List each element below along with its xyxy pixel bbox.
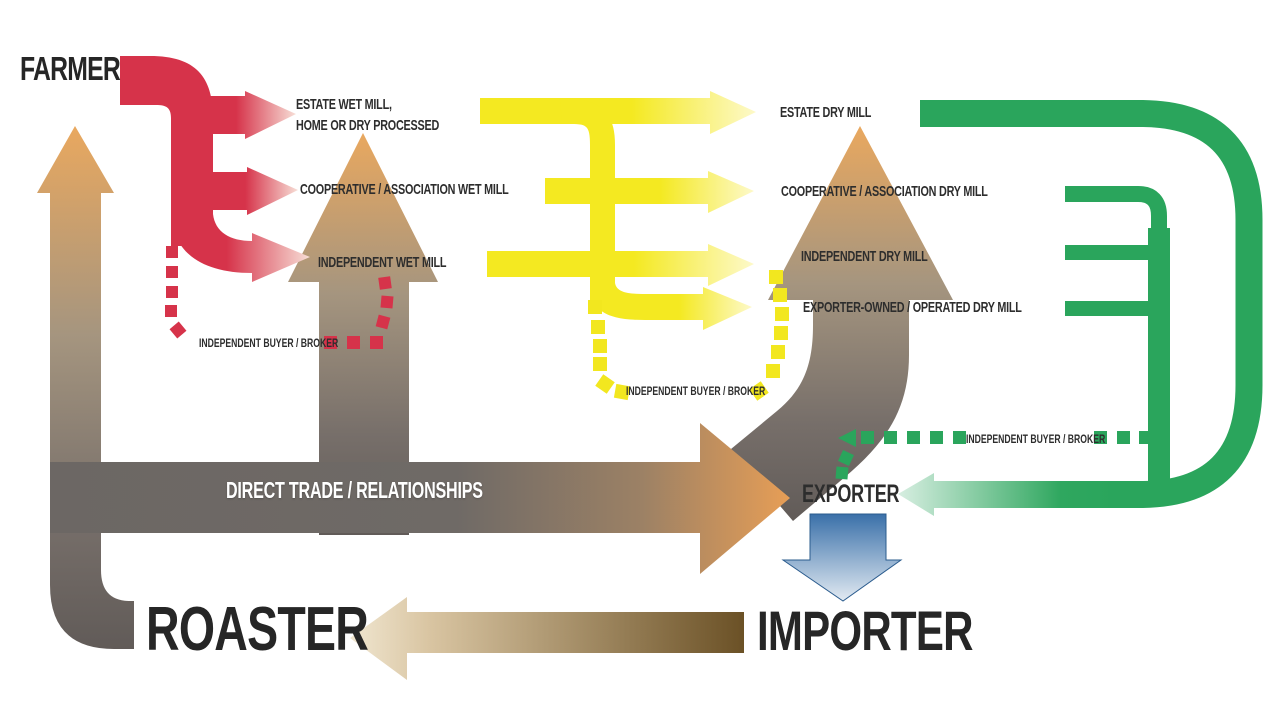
direct-trade-relationships-arrow: [50, 423, 790, 574]
importer-to-roaster-arrow: [350, 597, 744, 680]
label-broker-wet-mill-stage: INDEPENDENT BUYER / BROKER: [626, 384, 766, 398]
label-estate-wet-mill-line2: HOME OR DRY PROCESSED: [296, 117, 440, 134]
yellow-arrow-exporter-owned-dry-mill: [590, 283, 752, 330]
yellow-arrow-cooperative-dry-mill: [545, 171, 754, 213]
label-broker-dry-mill-stage: INDEPENDENT BUYER / BROKER: [966, 432, 1106, 446]
node-label-farmer: FARMER: [20, 50, 121, 87]
farmer-flow-red: [120, 56, 310, 282]
label-independent-dry-mill: INDEPENDENT DRY MILL: [801, 248, 928, 265]
yellow-arrow-estate-dry-mill: [480, 91, 756, 134]
yellow-arrow-independent-dry-mill: [487, 244, 754, 286]
label-estate-dry-mill: ESTATE DRY MILL: [780, 104, 872, 121]
node-label-roaster: ROASTER: [146, 595, 369, 664]
dry-to-exporter-flow-green: [898, 100, 1263, 516]
wet-to-dry-flow-yellow: [480, 91, 756, 330]
direct-trade-relationships-label: DIRECT TRADE / RELATIONSHIPS: [226, 477, 483, 503]
label-independent-wet-mill: INDEPENDENT WET MILL: [318, 254, 447, 271]
red-arrow-estate-wet-mill: [196, 91, 296, 139]
label-estate-wet-mill-line1: ESTATE WET MILL,: [296, 96, 392, 113]
label-cooperative-dry-mill: COOPERATIVE / ASSOCIATION DRY MILL: [781, 183, 988, 200]
red-arrow-independent-wet-mill: [171, 214, 310, 282]
direct-trade-roaster-to-farmer-arrow: [37, 126, 134, 649]
green-arrow-to-exporter: [898, 473, 1115, 516]
green-band-estate-dry-mill: [920, 100, 1263, 508]
green-line-cooperative-dry-mill: [1065, 186, 1167, 492]
red-arrow-cooperative-wet-mill: [210, 167, 298, 215]
exporter-to-importer-arrow: [781, 513, 903, 602]
node-label-exporter: EXPORTER: [802, 480, 900, 508]
red-dotted-broker-path: [165, 246, 394, 349]
yellow-dotted-broker-path: [588, 270, 789, 401]
label-exporter-owned-dry-mill: EXPORTER-OWNED / OPERATED DRY MILL: [803, 299, 1022, 316]
green-dotted-arrowhead: [838, 429, 856, 447]
label-broker-farmer-stage: INDEPENDENT BUYER / BROKER: [199, 336, 339, 350]
direct-trade-to-wet-mills-arrow: [288, 133, 438, 535]
green-dotted-broker-path: [835, 429, 1152, 480]
label-cooperative-wet-mill: COOPERATIVE / ASSOCIATION WET MILL: [300, 181, 509, 198]
node-label-importer: IMPORTER: [757, 599, 973, 662]
direct-trade-to-dry-mills-arrow: [731, 126, 953, 521]
